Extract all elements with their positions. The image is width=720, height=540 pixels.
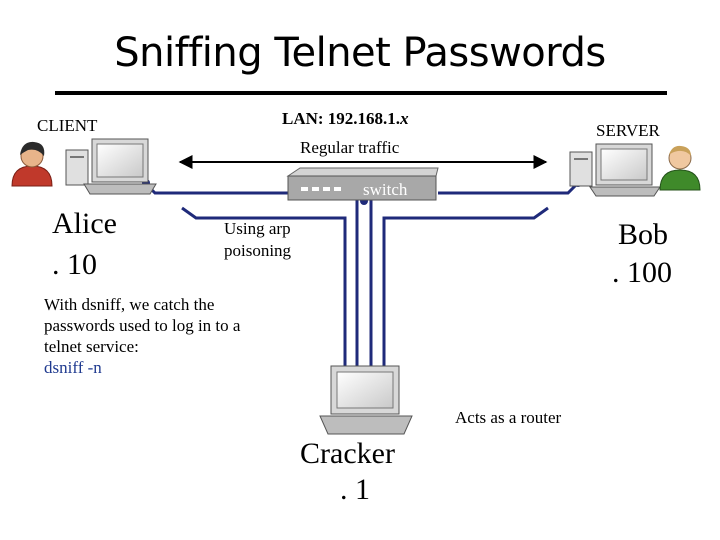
arp-line-2: poisoning [224,241,292,260]
link-switch-bob [438,181,580,195]
cracker-ip: . 1 [340,473,370,506]
switch-device [286,167,439,201]
dsniff-note: With dsniff, we catch the passwords used… [44,294,304,378]
link-alice-switch [143,181,288,195]
lan-prefix: LAN: 192.168.1. [282,109,401,128]
bob-person-icon [659,145,701,191]
router-label: Acts as a router [455,408,562,427]
arp-path-alice [181,206,347,380]
bob-name: Bob [618,218,669,251]
arp-path-bob [382,206,549,380]
bob-ip: . 100 [612,256,672,289]
regular-traffic-label: Regular traffic [300,138,400,157]
cracker-computer [319,365,413,435]
cracker-name: Cracker [300,437,395,470]
note-line-2: passwords used to log in to a [44,316,241,335]
dsniff-command: dsniff -n [44,358,102,377]
page-title: Sniffing Telnet Passwords [114,30,606,76]
alice-person-icon [11,141,53,187]
alice-ip: . 10 [52,248,97,281]
alice-computer [65,138,157,195]
arp-poisoning-paths [181,206,549,380]
lan-variable: x [400,109,409,128]
switch-label: switch [363,180,408,199]
alice-name: Alice [52,207,117,240]
bob-computer [569,143,661,197]
note-line-3: telnet service: [44,337,139,356]
note-line-1: With dsniff, we catch the [44,295,215,314]
title-underline [55,91,667,95]
server-label: SERVER [596,121,660,140]
lan-label: LAN: 192.168.1.x [282,109,409,129]
arp-line-1: Using arp [224,219,291,238]
arp-poisoning-label: Using arp poisoning [224,218,324,262]
client-label: CLIENT [37,116,98,135]
